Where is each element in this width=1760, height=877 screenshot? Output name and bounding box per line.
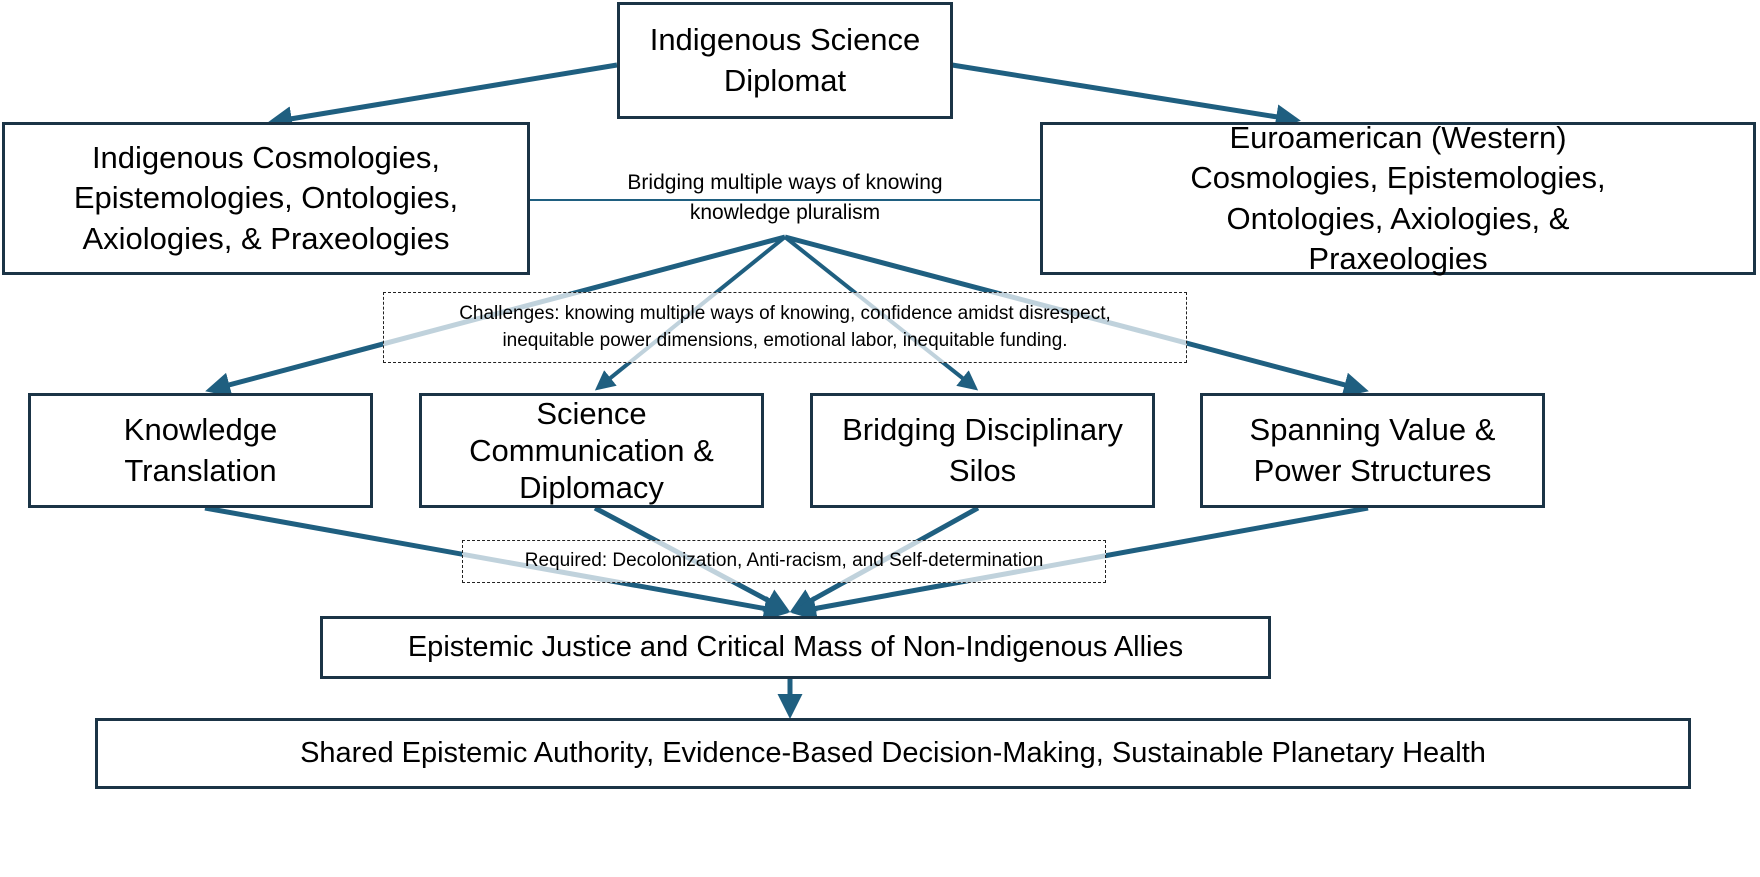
arrow-top-to-western bbox=[951, 62, 1301, 130]
challenges-box: Challenges: knowing multiple ways of kno… bbox=[383, 292, 1187, 363]
indigenous-cosmologies-box: Indigenous Cosmologies, Epistemologies, … bbox=[2, 122, 530, 275]
outcome-box: Shared Epistemic Authority, Evidence-Bas… bbox=[95, 718, 1691, 789]
western-cosmologies-box: Euroamerican (Western) Cosmologies, Epis… bbox=[1040, 120, 1756, 276]
science-communication-box: Science Communication & Diplomacy bbox=[419, 393, 764, 508]
bridging-label: Bridging multiple ways of knowing knowle… bbox=[627, 171, 943, 225]
indigenous-science-diplomat-box: Indigenous Science Diplomat bbox=[617, 2, 953, 119]
required-box: Required: Decolonization, Anti-racism, a… bbox=[462, 540, 1106, 583]
epistemic-justice-box: Epistemic Justice and Critical Mass of N… bbox=[320, 616, 1271, 679]
arrow-top-to-indigenous bbox=[267, 62, 618, 132]
spanning-value-box: Spanning Value & Power Structures bbox=[1200, 393, 1545, 508]
knowledge-translation-box: Knowledge Translation bbox=[28, 393, 373, 508]
bridging-silos-box: Bridging Disciplinary Silos bbox=[810, 393, 1155, 508]
